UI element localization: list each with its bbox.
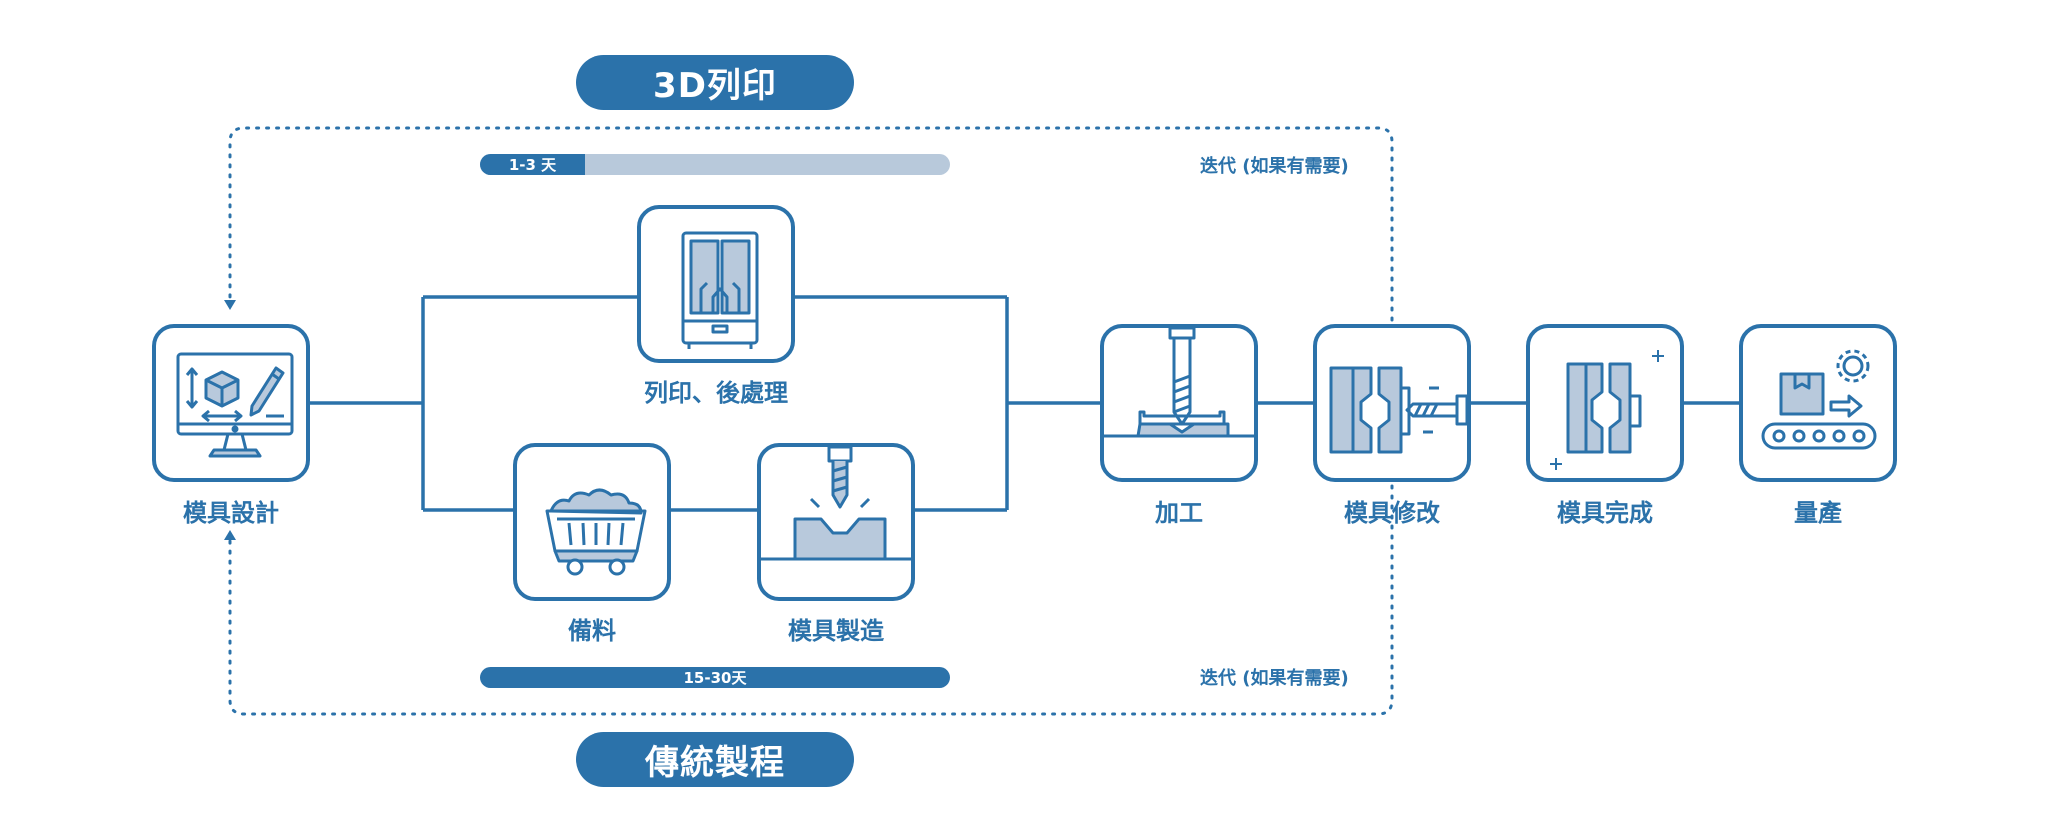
iteration-label-top: 迭代 (如果有需要) <box>1200 156 1349 177</box>
finished-mold-icon <box>1550 350 1664 470</box>
duration-bar-top-track <box>480 154 950 175</box>
computer-design-icon <box>176 352 294 458</box>
mold-design-node <box>152 324 310 482</box>
duration-bar-top-fill <box>480 154 585 175</box>
conveyor-icon <box>1761 349 1877 450</box>
mold-screw-icon <box>1329 366 1467 454</box>
ore-cart-icon <box>545 488 647 576</box>
mold-modify-node <box>1313 324 1471 482</box>
mass-production-label: 量產 <box>1794 499 1842 527</box>
machining-label: 加工 <box>1155 499 1203 527</box>
drill-bit-icon <box>1104 328 1254 438</box>
print-postprocess-node <box>637 205 795 363</box>
duration-bar-bottom-label: 15-30天 <box>683 669 747 687</box>
mold-manufacturing-label: 模具製造 <box>788 617 884 645</box>
mold-complete-node <box>1526 324 1684 482</box>
machining-node <box>1100 324 1258 482</box>
mold-manufacturing-node <box>757 443 915 601</box>
material-prep-node <box>513 443 671 601</box>
traditional-process-title: 傳統製程 <box>576 732 854 787</box>
mold-design-label: 模具設計 <box>183 499 279 527</box>
iteration-label-bottom: 迭代 (如果有需要) <box>1200 668 1349 689</box>
material-prep-label: 備料 <box>568 617 616 645</box>
mold-complete-label: 模具完成 <box>1557 499 1653 527</box>
print-postprocess-label: 列印、後處理 <box>644 379 788 407</box>
cnc-milling-icon <box>761 447 911 561</box>
3d-printer-icon <box>681 231 759 349</box>
3d-printing-title: 3D列印 <box>576 55 854 110</box>
mass-production-node <box>1739 324 1897 482</box>
duration-bar-top-label: 1-3 天 <box>508 156 557 174</box>
duration-bar-bottom <box>480 667 950 688</box>
mold-modify-label: 模具修改 <box>1344 499 1440 527</box>
